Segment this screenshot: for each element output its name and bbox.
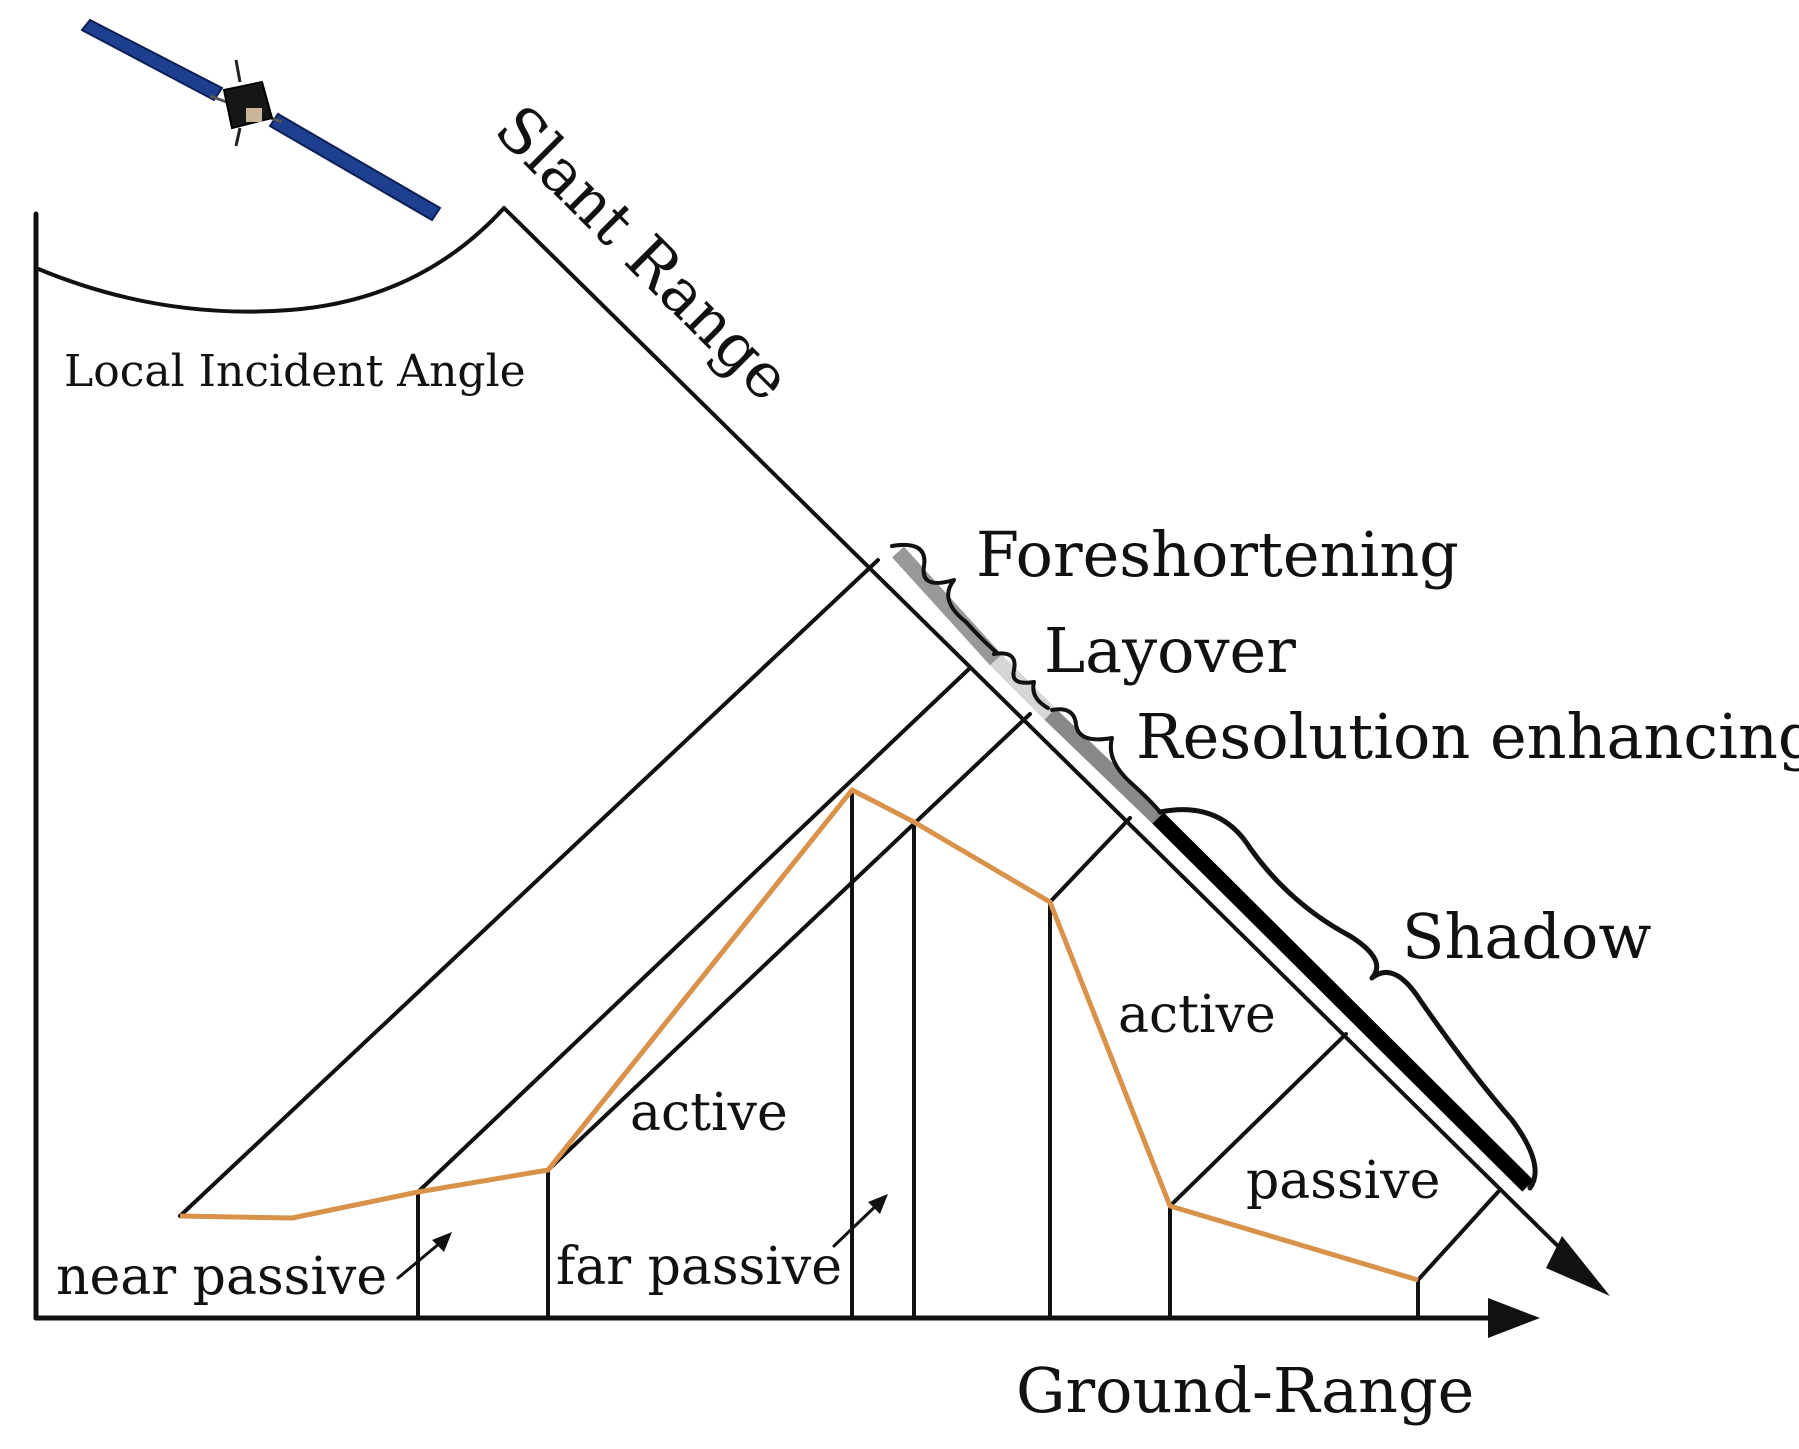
far-passive-label: far passive [556, 1237, 842, 1297]
slant-range-label: Slant Range [481, 91, 805, 415]
shadow-segment [1152, 812, 1534, 1192]
slant-range-arrowhead [1546, 1236, 1610, 1296]
projection-line-2 [416, 666, 972, 1194]
projection-line-6 [1416, 1190, 1500, 1282]
satellite-antenna [234, 59, 242, 83]
active-right-label: active [1118, 985, 1276, 1045]
foreshortening-segment [892, 546, 1002, 666]
resolution-segment [1044, 708, 1164, 824]
resolution-brace [1050, 707, 1162, 814]
slant-range-line [502, 206, 1572, 1260]
ground-range-label: Ground-Range [1016, 1354, 1474, 1427]
active-center-label: active [630, 1083, 788, 1143]
near-passive-label: near passive [56, 1247, 387, 1307]
projection-line-3 [546, 712, 1032, 1172]
shadow-label: Shadow [1402, 900, 1651, 973]
terrain-profile [179, 787, 1419, 1283]
projection-line-4 [1048, 816, 1132, 904]
incident-angle-arc [34, 206, 506, 314]
projection-line-1 [178, 558, 880, 1218]
satellite-right-panel [268, 112, 442, 222]
shadow-brace [1157, 807, 1538, 1191]
satellite-antenna-2 [234, 127, 242, 147]
foreshortening-label: Foreshortening [976, 518, 1459, 591]
far-passive-pointer [832, 1194, 888, 1248]
projection-line-5 [1168, 1032, 1348, 1208]
resolution-enhancing-label: Resolution enhancing [1136, 700, 1799, 773]
layover-brace [992, 651, 1050, 710]
satellite-left-panel [80, 18, 224, 102]
foreshortening-brace [890, 543, 998, 654]
satellite-instrument [246, 108, 262, 122]
layover-label: Layover [1044, 614, 1296, 687]
passive-right-label: passive [1246, 1151, 1440, 1211]
ground-range-arrowhead [1488, 1298, 1540, 1338]
satellite-icon [80, 18, 442, 222]
local-incident-angle-label: Local Incident Angle [64, 346, 526, 397]
near-passive-pointer [396, 1232, 452, 1280]
